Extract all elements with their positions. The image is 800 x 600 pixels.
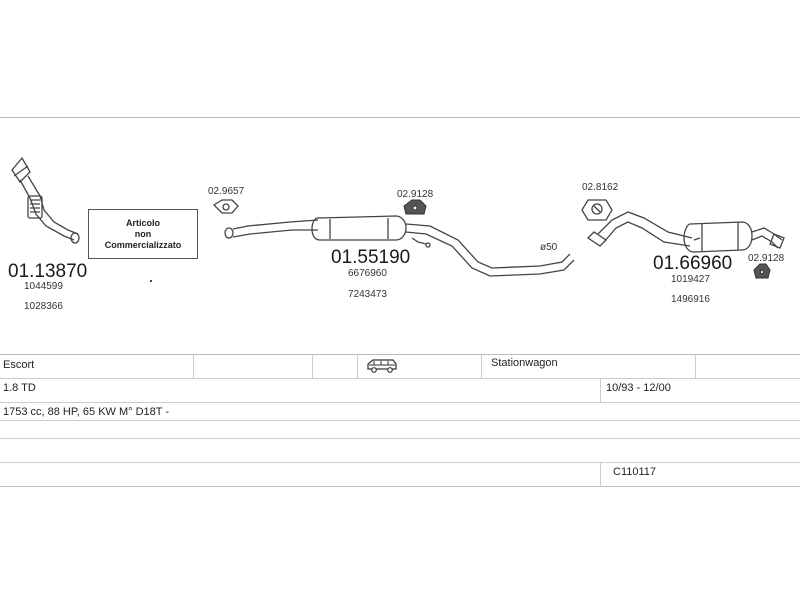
- clamp-part: [581, 199, 613, 221]
- not-available-note: Articolo non Commercializzato: [88, 209, 198, 259]
- middle-silencer-ref: 7243473: [348, 289, 387, 300]
- engine-spec: 1753 cc, 88 HP, 65 KW M° D18T -: [3, 406, 170, 418]
- table-column-divider: [193, 354, 194, 378]
- table-border: [0, 378, 800, 379]
- body-type: Stationwagon: [491, 357, 558, 369]
- vehicle-model: Escort: [3, 359, 35, 371]
- table-column-divider: [600, 462, 601, 486]
- table-column-divider: [357, 354, 358, 378]
- table-border: [0, 354, 800, 355]
- clamp-code: 02.8162: [582, 182, 619, 193]
- front-pipe-part: [11, 156, 80, 244]
- gasket-part: [212, 199, 239, 214]
- rear-silencer-code: 01.66960: [653, 253, 733, 274]
- pipe-diameter-label: ø50: [540, 242, 558, 253]
- table-border: [0, 486, 800, 487]
- hanger-code: 02.9128: [748, 253, 785, 264]
- table-border: [0, 462, 800, 463]
- rear-silencer-ref: 1019427: [671, 274, 710, 285]
- rear-silencer-part: [586, 211, 785, 253]
- table-border: [0, 438, 800, 439]
- note-line: Commercializzato: [104, 239, 182, 250]
- note-line: Articolo: [125, 217, 160, 228]
- note-line: non: [134, 228, 152, 239]
- table-column-divider: [695, 354, 696, 378]
- table-column-divider: [312, 354, 313, 378]
- station-wagon-car-icon: [366, 358, 398, 379]
- front-pipe-code: 01.13870: [8, 261, 88, 282]
- engine-version: 1.8 TD: [3, 382, 36, 394]
- middle-silencer-part: [224, 215, 575, 277]
- table-column-divider: [481, 354, 482, 378]
- production-period: 10/93 - 12/00: [606, 382, 671, 394]
- stray-mark: [150, 280, 152, 282]
- exhaust-system-drawing: [11, 156, 785, 279]
- hanger-code: 02.9128: [397, 189, 434, 200]
- front-pipe-ref: 1028366: [24, 301, 63, 312]
- hanger-part: [753, 263, 771, 279]
- hanger-part: [403, 199, 427, 215]
- top-divider: [0, 117, 800, 118]
- rear-silencer-ref: 1496916: [671, 294, 710, 305]
- table-border: [0, 402, 800, 403]
- middle-silencer-code: 01.55190: [331, 247, 411, 268]
- gasket-code: 02.9657: [208, 186, 245, 197]
- table-border: [0, 420, 800, 421]
- catalog-code: C110117: [613, 466, 657, 478]
- front-pipe-ref: 1044599: [24, 281, 63, 292]
- table-column-divider: [600, 378, 601, 402]
- middle-silencer-ref: 6676960: [348, 268, 387, 279]
